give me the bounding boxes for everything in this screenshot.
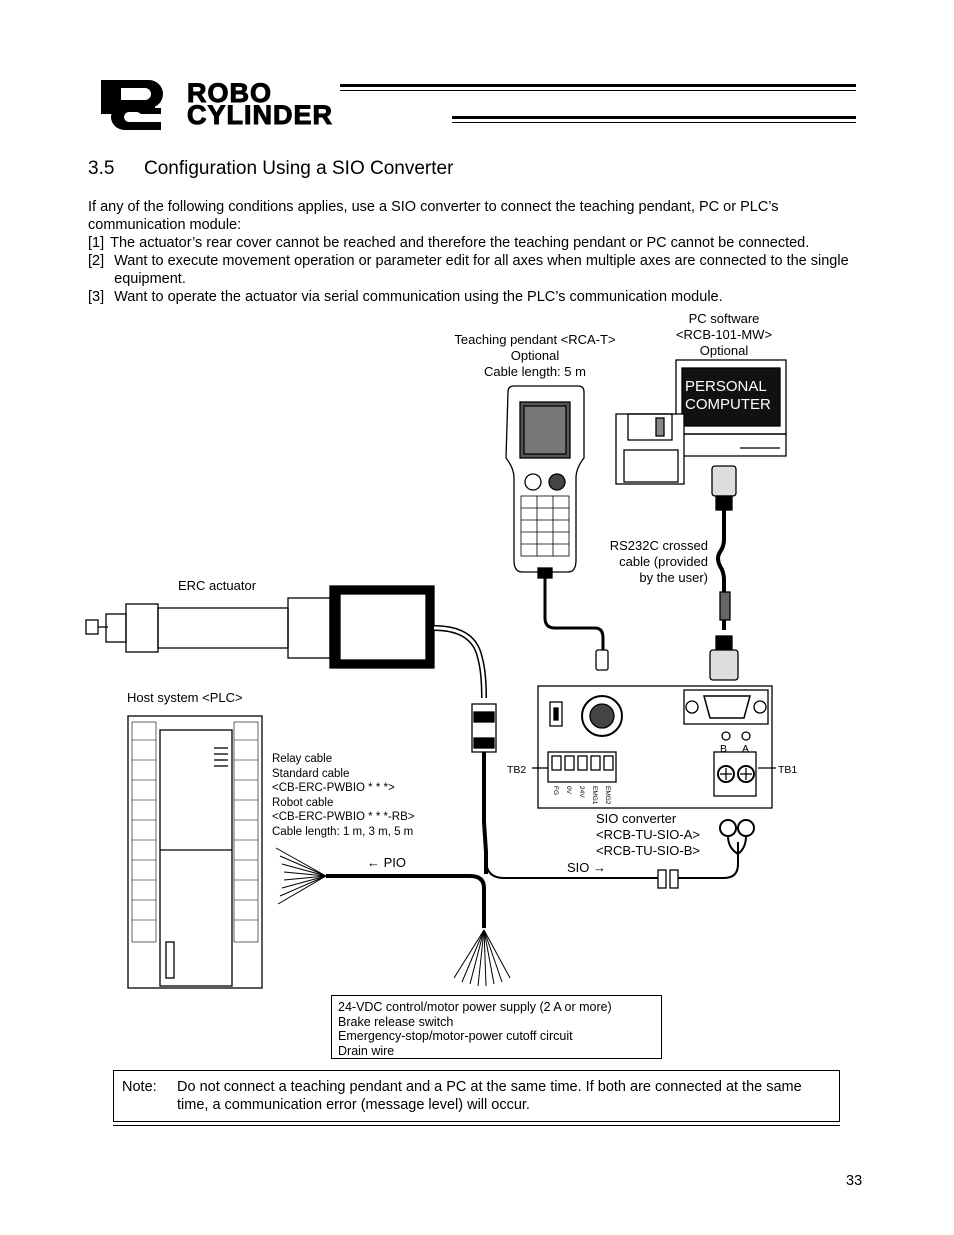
power-box-line: Drain wire — [338, 1043, 395, 1058]
section-heading: 3.5 Configuration Using a SIO Converter — [88, 158, 453, 180]
tb1-label: TB1 — [778, 764, 798, 776]
pio-label: ← PIO — [367, 855, 407, 870]
power-supply-box: 24-VDC control/motor power supply (2 A o… — [331, 995, 662, 1059]
tb2-terminal: FG — [552, 786, 559, 796]
rs232c-label: RS232C crossed cable (provided by the us… — [578, 538, 708, 586]
sio-converter-label-line: SIO converter — [596, 811, 677, 826]
relay-label-line: Standard cable — [272, 767, 350, 780]
relay-label-line: Relay cable — [272, 753, 333, 765]
sio-converter-icon — [532, 685, 776, 855]
intro-text: If any of the following conditions appli… — [88, 198, 878, 306]
teaching-pendant-icon — [505, 385, 609, 671]
pc-software-label: PC software <RCB-101-MW> Optional — [662, 311, 786, 359]
tb2-terminal-labels: FG 0V 24V EMG1 EMG2 — [548, 786, 618, 806]
sio-converter-label-line: <RCB-TU-SIO-B> — [596, 843, 701, 858]
pc-software-label-line: PC software — [688, 311, 760, 326]
logo-line1: ROBO — [187, 78, 272, 108]
intro-item-tag: [2] — [88, 253, 105, 269]
pc-screen-label: PERSONAL COMPUTER — [685, 378, 775, 414]
header-rule-top-thin — [340, 90, 856, 91]
pc-software-label-line: Optional — [699, 343, 749, 358]
tb2-terminal: 0V — [565, 786, 572, 794]
intro-item-text: Want to execute movement operation or pa… — [114, 253, 849, 287]
intro-item-text: Want to operate the actuator via serial … — [114, 289, 723, 305]
relay-cable-label: Relay cable Standard cable <CB-ERC-PWBIO… — [272, 752, 415, 839]
plc-host-icon — [127, 715, 263, 989]
pio-cable — [326, 874, 486, 928]
intro-item-tag: [1] — [88, 235, 105, 251]
page-number: 33 — [846, 1173, 863, 1189]
erc-actuator-label: ERC actuator — [178, 578, 257, 593]
rs232c-label-line: by the user) — [639, 570, 708, 585]
power-wires — [453, 929, 511, 987]
header-rule-top — [340, 84, 856, 87]
intro-lead: If any of the following conditions appli… — [88, 199, 779, 233]
pio-wires — [275, 847, 327, 905]
intro-item-text: The actuator’s rear cover cannot be reac… — [110, 235, 810, 251]
rs232c-label-line: RS232C crossed — [609, 538, 708, 553]
relay-label-line: <CB-ERC-PWBIO * * *-RB> — [272, 811, 415, 823]
tb2-label: TB2 — [507, 764, 527, 776]
pendant-label: Teaching pendant <RCA-T> Optional Cable … — [440, 332, 630, 380]
rs232c-cable-icon — [709, 465, 739, 681]
power-box-line: 24-VDC control/motor power supply (2 A o… — [338, 1000, 612, 1014]
section-title: Configuration Using a SIO Converter — [144, 158, 454, 179]
logo-line2: CYLINDER — [186, 100, 334, 130]
tb1-terminal-a: A — [742, 743, 750, 755]
pc-software-label-line: <RCB-101-MW> — [675, 327, 773, 342]
tb2-terminal: EMG1 — [591, 786, 598, 805]
power-box-line: Brake release switch — [338, 1014, 454, 1029]
sio-converter-label-line: <RCB-TU-SIO-A> — [596, 827, 701, 842]
note-label: Note: — [122, 1079, 157, 1095]
pendant-label-line: Optional — [510, 348, 560, 363]
tb1-terminal-b: B — [720, 743, 728, 755]
relay-label-line: Cable length: 1 m, 3 m, 5 m — [272, 825, 414, 838]
header-rule-bottom-thin — [452, 122, 856, 123]
pc-screen-line: PERSONAL — [685, 378, 767, 395]
rc-logo-mark — [101, 80, 163, 130]
note-text: Do not connect a teaching pendant and a … — [177, 1079, 802, 1113]
pendant-label-line: Cable length: 5 m — [484, 364, 586, 379]
intro-item: [1] The actuator’s rear cover cannot be … — [88, 234, 878, 252]
tb2-terminal: 24V — [578, 786, 585, 798]
relay-label-line: Robot cable — [272, 796, 334, 809]
personal-computer-icon — [615, 359, 787, 485]
intro-item: [2] Want to execute movement operation o… — [88, 252, 878, 288]
power-box-line: Emergency-stop/motor-power cutoff circui… — [338, 1029, 573, 1043]
pendant-label-line: Teaching pendant <RCA-T> — [454, 332, 616, 347]
erc-actuator-icon — [85, 585, 497, 874]
sio-converter-label: SIO converter <RCB-TU-SIO-A> <RCB-TU-SIO… — [596, 811, 700, 859]
sio-cable — [485, 859, 658, 879]
relay-label-line: <CB-ERC-PWBIO * * *> — [272, 782, 395, 794]
rs232c-label-line: cable (provided — [619, 554, 708, 569]
pc-screen-line: COMPUTER — [685, 396, 771, 413]
intro-item: [3] Want to operate the actuator via ser… — [88, 288, 878, 306]
section-number: 3.5 — [88, 158, 115, 179]
note-box: Note: Do not connect a teaching pendant … — [113, 1070, 840, 1122]
host-system-label: Host system <PLC> — [127, 690, 243, 705]
tb2-terminal: EMG2 — [604, 786, 611, 805]
intro-item-tag: [3] — [88, 289, 105, 305]
sio-label: SIO → — [567, 860, 607, 875]
header-rule-bottom — [452, 116, 856, 119]
